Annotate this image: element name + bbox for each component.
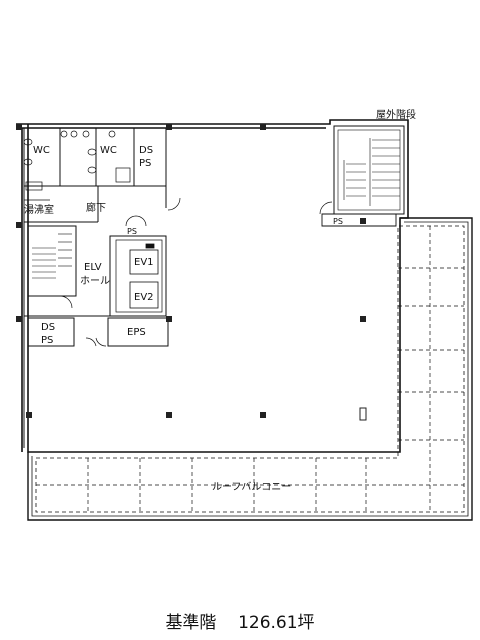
outdoor-stairs-label: 屋外階段 [376,108,416,121]
core-walls [24,128,169,347]
wc-label-left: WC [33,145,50,156]
plan-caption: 基準階 126.61坪 [0,608,480,633]
door-swings [59,197,333,347]
ev1-label: EV1 [134,257,154,268]
ds-label-lower: DS [41,322,55,333]
kitchenette-label: 湯沸室 [24,203,54,216]
outer-walls [16,119,409,453]
ps-label-small-1: PS [127,227,137,236]
inner-stairs [32,233,72,279]
ps-label-small-2: PS [333,217,343,226]
ds-label-upper: DS [139,145,153,156]
floor-name: 基準階 [165,613,217,633]
ps-label-lower: PS [41,335,53,346]
eps-label: EPS [127,327,146,338]
ps-label-upper: PS [139,158,151,169]
columns [16,124,367,421]
elv-label: ELV [84,262,102,273]
floor-area: 126.61坪 [238,613,315,633]
corridor-label: 廊下 [86,201,106,214]
wc-label-right: WC [100,145,117,156]
ev2-label: EV2 [134,292,154,303]
outdoor-stairs-shape [321,125,405,227]
floor-plan: WC WC DS PS 湯沸室 廊下 ELV ホール EV1 EV2 DS PS… [16,108,473,521]
caption-gap [216,613,238,633]
elevator-cars [129,243,159,309]
toilet-fixtures [23,130,131,183]
hall-label: ホール [80,275,110,287]
roof-balcony-frame [27,217,473,521]
roof-balcony-label: ルーフバルコニー [212,481,291,493]
